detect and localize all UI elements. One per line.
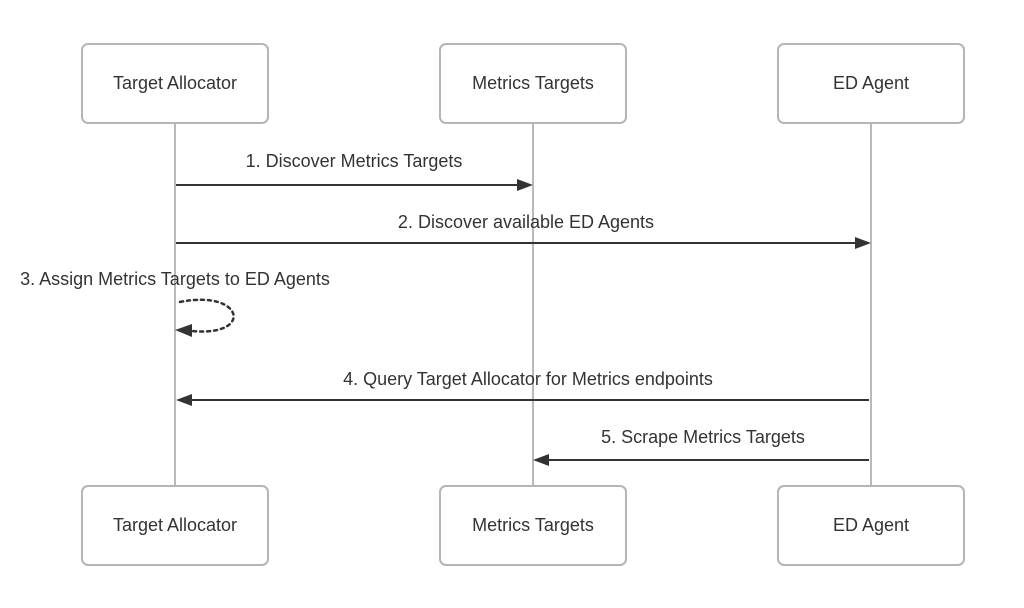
message-label-2: 2. Discover available ED Agents	[397, 212, 655, 232]
arrowhead-icon	[175, 324, 192, 337]
arrowhead-icon	[176, 394, 192, 406]
message-arrow-4	[176, 394, 869, 406]
actor-label: Metrics Targets	[472, 515, 594, 535]
message-label-3: 3. Assign Metrics Targets to ED Agents	[20, 269, 330, 289]
message-arrow-2	[176, 237, 871, 249]
actor-label: Target Allocator	[112, 515, 238, 535]
actor-label: Metrics Targets	[472, 73, 594, 93]
actor-box-metrics-targets-top: Metrics Targets	[439, 43, 627, 124]
message-arrow-5	[533, 454, 869, 466]
actor-box-target-allocator-bottom: Target Allocator	[81, 485, 269, 566]
actor-box-ed-agent-top: ED Agent	[777, 43, 965, 124]
arrowhead-icon	[533, 454, 549, 466]
actor-label: ED Agent	[832, 515, 910, 535]
lifeline-ed-agent	[870, 124, 872, 485]
self-loop-arrow-3	[175, 298, 235, 337]
message-label-1: 1. Discover Metrics Targets	[245, 151, 463, 171]
actor-box-ed-agent-bottom: ED Agent	[777, 485, 965, 566]
actor-box-target-allocator-top: Target Allocator	[81, 43, 269, 124]
message-label-4: 4. Query Target Allocator for Metrics en…	[343, 369, 713, 389]
actor-label: Target Allocator	[112, 73, 238, 93]
message-arrow-1	[176, 179, 533, 191]
arrowhead-icon	[855, 237, 871, 249]
lifeline-metrics-targets	[532, 124, 534, 485]
lifeline-target-allocator	[174, 124, 176, 485]
message-label-5: 5. Scrape Metrics Targets	[601, 427, 805, 447]
actor-label: ED Agent	[832, 73, 910, 93]
arrowhead-icon	[517, 179, 533, 191]
actor-box-metrics-targets-bottom: Metrics Targets	[439, 485, 627, 566]
